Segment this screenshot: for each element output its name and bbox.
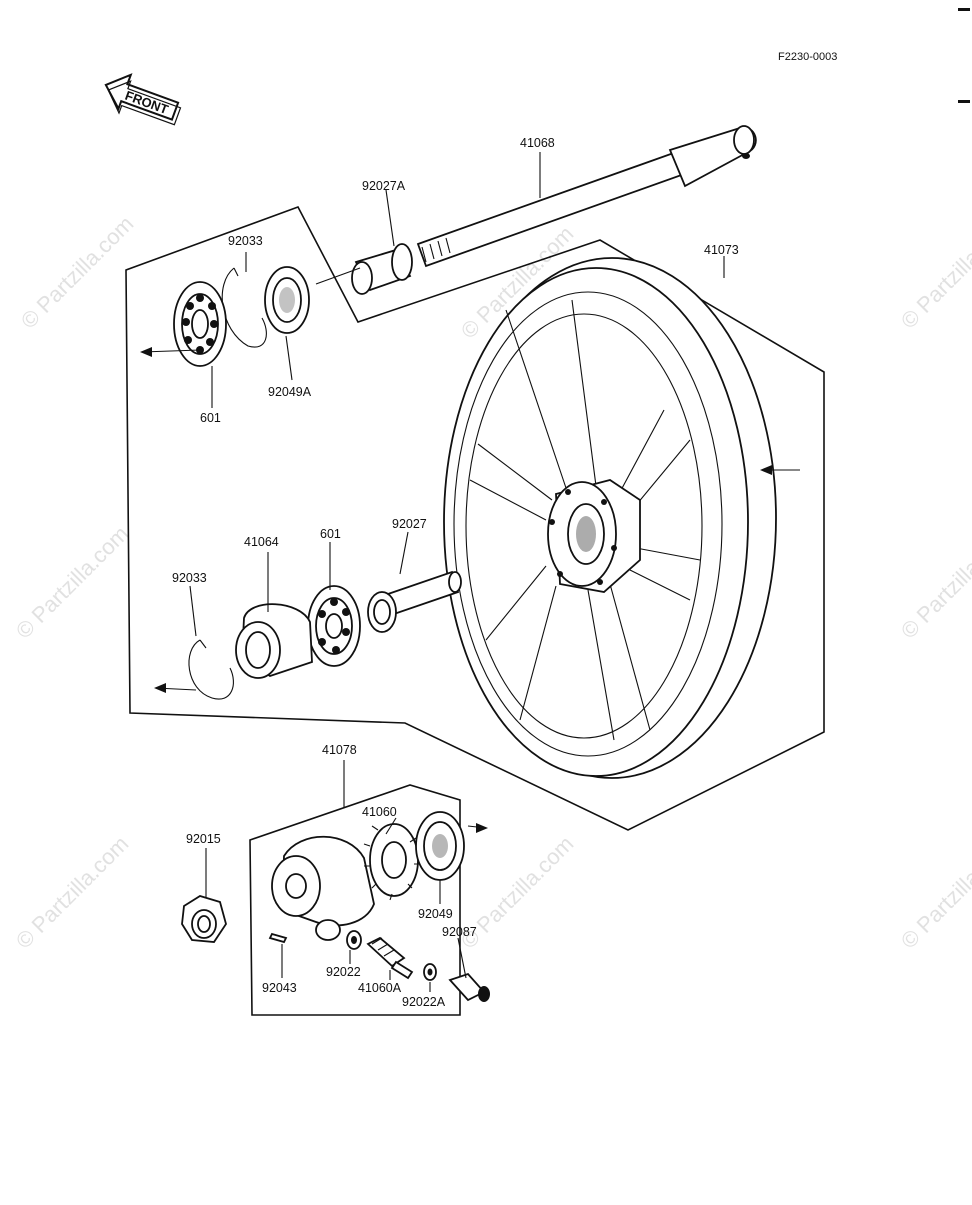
- part-labels: 41068 92027A 92033 41073 92049A 601 4106…: [172, 136, 739, 1009]
- edge-mark-top: [958, 8, 970, 11]
- watermark-4: © Partzilla.com: [11, 521, 134, 644]
- watermark-1: © Partzilla.com: [16, 211, 139, 334]
- seal-92049: [415, 811, 465, 881]
- bearing-601-mid: [307, 585, 361, 667]
- label-41060A: 41060A: [358, 981, 402, 995]
- front-arrow-icon: FRONT: [104, 73, 182, 126]
- label-41078: 41078: [322, 743, 357, 757]
- arrow-head-top: [140, 347, 152, 357]
- drawing-code: F2230-0003: [778, 51, 837, 63]
- watermark-6: © Partzilla.com: [896, 521, 972, 644]
- label-41064: 41064: [244, 535, 279, 549]
- axle-41068: [416, 125, 757, 268]
- edge-mark-bottom: [958, 100, 970, 103]
- label-41068: 41068: [520, 136, 555, 150]
- nut-92015: [181, 895, 227, 943]
- label-92027: 92027: [392, 517, 427, 531]
- label-92015: 92015: [186, 832, 221, 846]
- arrow-head-wheel: [760, 465, 772, 475]
- label-92049A: 92049A: [268, 385, 312, 399]
- label-92027A: 92027A: [362, 179, 406, 193]
- meter-gear-outline: [249, 784, 461, 1016]
- label-601-top: 601: [200, 411, 221, 425]
- label-92087: 92087: [442, 925, 477, 939]
- housing-41078: [271, 835, 375, 941]
- label-92049: 92049: [418, 907, 453, 921]
- watermark-3: © Partzilla.com: [896, 211, 972, 334]
- leader-lines: [189, 152, 725, 992]
- washer-92022A: [423, 963, 437, 981]
- pin-92043: [268, 932, 288, 944]
- circlip-92033-mid: [188, 639, 234, 700]
- watermark-7: © Partzilla.com: [11, 831, 134, 954]
- pinion-41060A: [366, 936, 414, 980]
- label-92033-top: 92033: [228, 234, 263, 248]
- label-41073: 41073: [704, 243, 739, 257]
- washer-92022: [346, 930, 362, 950]
- arrow-head-gear: [476, 823, 488, 833]
- gear-41060: [363, 823, 420, 901]
- label-92033-mid: 92033: [172, 571, 207, 585]
- label-92043: 92043: [262, 981, 297, 995]
- label-41060: 41060: [362, 805, 397, 819]
- spacer-92027: [367, 570, 462, 633]
- bushing-92087: [448, 972, 490, 1002]
- seal-92049A: [264, 266, 310, 334]
- axle-centerline-top: [315, 267, 361, 285]
- arrow-head-mid: [154, 683, 166, 693]
- label-601-mid: 601: [320, 527, 341, 541]
- watermark-9: © Partzilla.com: [896, 831, 972, 954]
- bearing-601-top: [173, 281, 227, 367]
- label-92022: 92022: [326, 965, 361, 979]
- collar-92027A: [351, 243, 413, 295]
- circlip-92033-top: [221, 267, 267, 348]
- wheel-assembly-outline: [125, 206, 825, 831]
- plate-41064: [235, 603, 313, 679]
- wheel-41073: [443, 257, 777, 779]
- label-92022A: 92022A: [402, 995, 446, 1009]
